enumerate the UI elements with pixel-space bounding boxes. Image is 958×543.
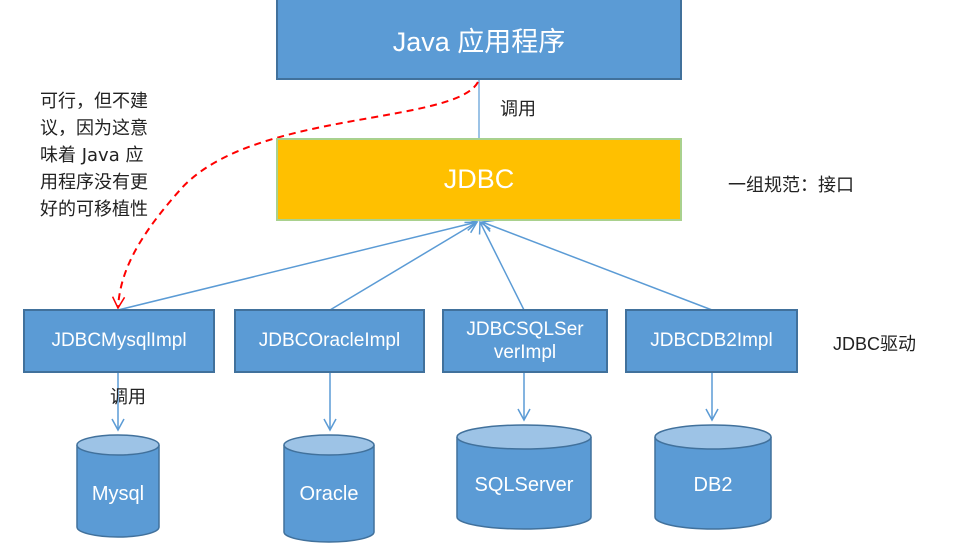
driver-label: JDBCSQLSer xyxy=(466,319,584,340)
jdbc-label: JDBC xyxy=(443,164,515,194)
database-label-oracle: Oracle xyxy=(299,483,359,505)
driver-label: JDBCOracleImpl xyxy=(258,330,401,351)
jdbc-box: JDBC xyxy=(276,138,682,221)
db-cylinder-sqlserver xyxy=(456,424,592,530)
database-label-sqlserver: SQLServer xyxy=(474,474,574,496)
db-cylinder-oracle xyxy=(283,434,375,543)
driver-label: JDBCDB2Impl xyxy=(650,330,773,351)
driver-label: JDBCMysqlImpl xyxy=(51,330,187,351)
java-app-box: Java 应用程序 xyxy=(276,0,682,80)
portability-note-line: 可行，但不建 xyxy=(40,91,148,112)
mysql-to-jdbc-arrow xyxy=(117,218,479,311)
driver-box-sqlserver: JDBCSQLSer verImpl xyxy=(442,309,608,373)
call-label-bottom: 调用 xyxy=(110,387,146,408)
driver-label: verImpl xyxy=(493,342,557,363)
db2-to-jdbc-arrow xyxy=(480,219,713,311)
database-label-db2: DB2 xyxy=(693,474,733,496)
jdbc-interface-note: 一组规范：接口 xyxy=(728,175,854,196)
driver-box-db2: JDBCDB2Impl xyxy=(625,309,798,373)
portability-note-line: 味着 Java 应 xyxy=(40,145,144,166)
sqlserver-to-jdbc-arrow xyxy=(478,220,525,311)
database-label-mysql: Mysql xyxy=(91,483,145,505)
portability-note-line: 好的可移植性 xyxy=(40,199,148,220)
portability-note-line: 用程序没有更 xyxy=(40,172,148,193)
db-cylinder-mysql xyxy=(76,434,160,538)
portability-note-line: 议，因为这意 xyxy=(40,118,148,139)
jdbc-drivers-label: JDBC驱动 xyxy=(833,334,917,354)
oracle-to-jdbc-arrow xyxy=(329,221,479,311)
direct-call-dashed-arrow xyxy=(111,81,479,310)
portability-note: 可行，但不建 议，因为这意 味着 Java 应 用程序没有更 好的可移植性 xyxy=(40,88,148,223)
call-label-top: 调用 xyxy=(500,99,536,120)
driver-box-mysql: JDBCMysqlImpl xyxy=(23,309,215,373)
driver-box-oracle: JDBCOracleImpl xyxy=(234,309,425,373)
db-cylinder-db2 xyxy=(654,424,772,530)
java-app-label: Java 应用程序 xyxy=(392,26,566,57)
